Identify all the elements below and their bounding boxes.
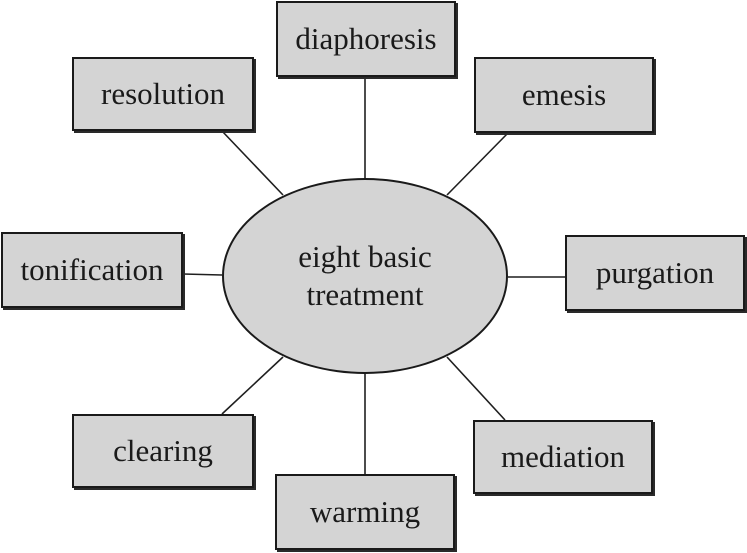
node-label: tonification: [20, 252, 164, 287]
node-resolution: resolution: [72, 57, 254, 131]
node-clearing: clearing: [72, 414, 254, 488]
center-label-line-1: eight basic: [298, 239, 432, 274]
node-tonification: tonification: [1, 232, 183, 308]
node-mediation: mediation: [473, 420, 653, 494]
node-label: clearing: [113, 433, 213, 468]
node-label: purgation: [595, 255, 715, 290]
connector-mediation: [446, 356, 506, 421]
node-label: emesis: [521, 77, 607, 112]
node-label: mediation: [501, 439, 625, 474]
node-warming: warming: [275, 474, 455, 550]
connector-resolution: [221, 130, 284, 196]
connector-emesis: [446, 132, 509, 196]
connector-clearing: [221, 356, 284, 415]
center-node: eight basic treatment: [222, 178, 508, 374]
node-diaphoresis: diaphoresis: [276, 1, 456, 77]
center-label-line-2: treatment: [306, 277, 424, 312]
connector-tonification: [182, 273, 223, 276]
node-label: diaphoresis: [295, 21, 437, 56]
node-emesis: emesis: [474, 57, 654, 133]
node-label: resolution: [101, 76, 225, 111]
node-label: warming: [309, 494, 421, 529]
node-purgation: purgation: [565, 235, 745, 311]
